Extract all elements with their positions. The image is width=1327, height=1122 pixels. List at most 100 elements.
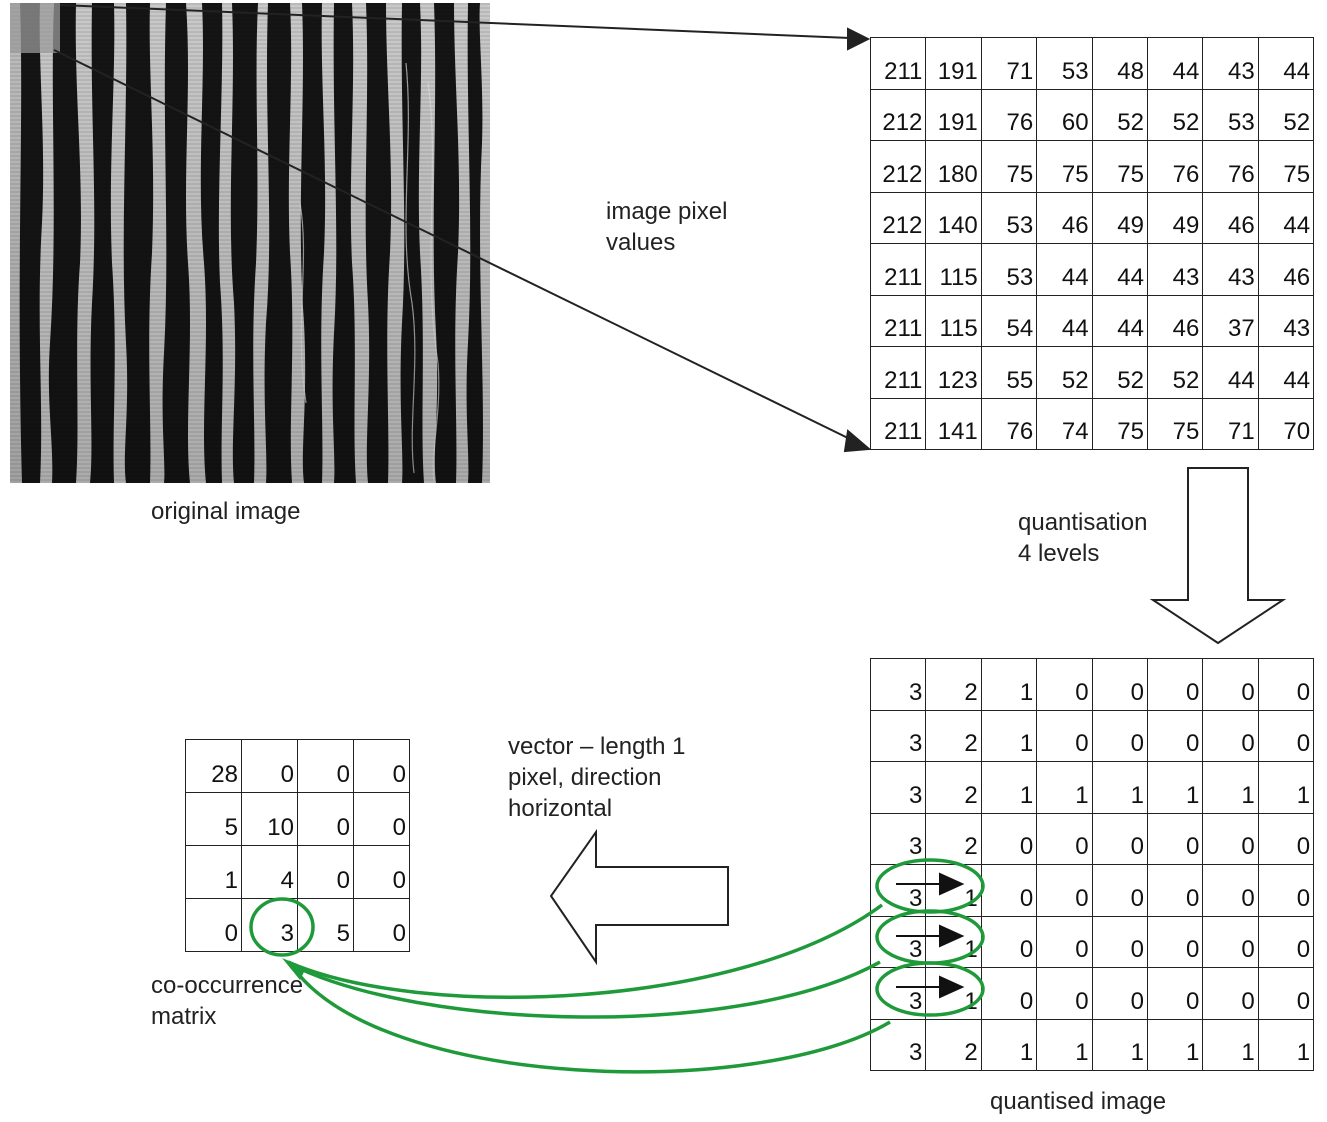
original-image [10,3,490,483]
table-cell: 0 [1036,658,1093,711]
table-cell: 76 [980,397,1038,450]
vector-direction-arrow [549,828,729,966]
zoom-line-top [59,4,851,39]
table-cell: 0 [1146,709,1204,762]
table-cell: 0 [1091,658,1148,711]
table-cell: 44 [1257,191,1315,244]
table-cell: 1 [980,761,1038,814]
table-cell: 211 [869,243,927,296]
table-cell: 0 [1091,709,1148,762]
table-cell: 49 [1091,191,1148,244]
table-cell: 3 [869,709,927,762]
highlight-ellipse-1 [875,858,985,914]
table-cell: 52 [1091,88,1148,141]
quantised-image-label: quantised image [990,1088,1167,1115]
table-cell: 52 [1257,88,1315,141]
table-cell: 75 [1146,397,1204,450]
zoom-arrowhead-top [847,27,871,51]
table-cell: 52 [1091,346,1148,399]
link-curve-1 [287,903,884,999]
table-cell: 2 [925,1018,982,1071]
sample-region-highlight [10,3,60,53]
table-cell: 0 [980,915,1038,968]
table-cell: 0 [297,845,354,899]
table-cell: 43 [1202,243,1259,296]
cooccurrence-label: co-occurrence matrix [151,972,304,1030]
table-cell: 52 [1036,346,1093,399]
table-cell: 76 [1146,140,1204,193]
table-cell: 1 [1202,761,1259,814]
table-cell: 0 [185,898,242,952]
table-cell: 44 [1091,243,1148,296]
table-cell: 70 [1257,397,1315,450]
table-cell: 0 [1202,967,1259,1020]
table-cell: 0 [1036,812,1093,865]
table-cell: 0 [1257,709,1315,762]
table-cell: 44 [1257,37,1315,90]
original-image-label: original image [151,498,301,525]
table-cell: 0 [1257,658,1315,711]
table-cell: 28 [185,739,242,793]
table-cell: 0 [1257,864,1315,917]
table-cell: 0 [1091,864,1148,917]
table-cell: 1 [1091,1018,1148,1071]
table-cell: 71 [1202,397,1259,450]
table-cell: 1 [1091,761,1148,814]
table-cell: 1 [1146,761,1204,814]
table-cell: 3 [869,761,927,814]
table-cell: 141 [925,397,982,450]
table-cell: 75 [1257,140,1315,193]
table-cell: 46 [1257,243,1315,296]
table-cell: 0 [1146,658,1204,711]
table-cell: 46 [1202,191,1259,244]
table-cell: 0 [980,812,1038,865]
zoom-lines [53,4,872,453]
table-cell: 211 [869,346,927,399]
quantisation-arrow [1149,467,1287,645]
vector-label: vector – length 1 pixel, direction horiz… [508,733,686,822]
table-cell: 3 [869,658,927,711]
table-cell: 53 [980,191,1038,244]
pair-arrowhead-2 [939,924,965,948]
table-cell: 0 [1146,967,1204,1020]
table-cell: 0 [353,792,410,846]
table-cell: 0 [353,845,410,899]
pair-arrows [896,872,965,999]
table-cell: 10 [241,792,298,846]
highlight-ellipse-3 [875,961,985,1017]
table-cell: 1 [1257,761,1315,814]
zoom-line-bottom [53,49,853,441]
zoom-arrowhead-bottom [843,429,872,453]
pair-arrowhead-1 [939,872,965,896]
table-cell: 1 [1257,1018,1315,1071]
table-cell: 1 [980,1018,1038,1071]
table-cell: 44 [1036,243,1093,296]
table-cell: 0 [1036,967,1093,1020]
highlight-group [249,858,985,1074]
table-cell: 2 [925,709,982,762]
table-cell: 1 [1202,1018,1259,1071]
table-cell: 0 [1146,864,1204,917]
table-cell: 1 [980,658,1038,711]
table-cell: 211 [869,294,927,347]
table-cell: 0 [1257,967,1315,1020]
table-cell: 0 [1257,812,1315,865]
table-cell: 211 [869,397,927,450]
table-cell: 44 [1202,346,1259,399]
table-cell: 1 [980,709,1038,762]
highlight-ellipse-matrix-cell [249,897,315,957]
table-cell: 75 [1036,140,1093,193]
table-cell: 2 [925,658,982,711]
